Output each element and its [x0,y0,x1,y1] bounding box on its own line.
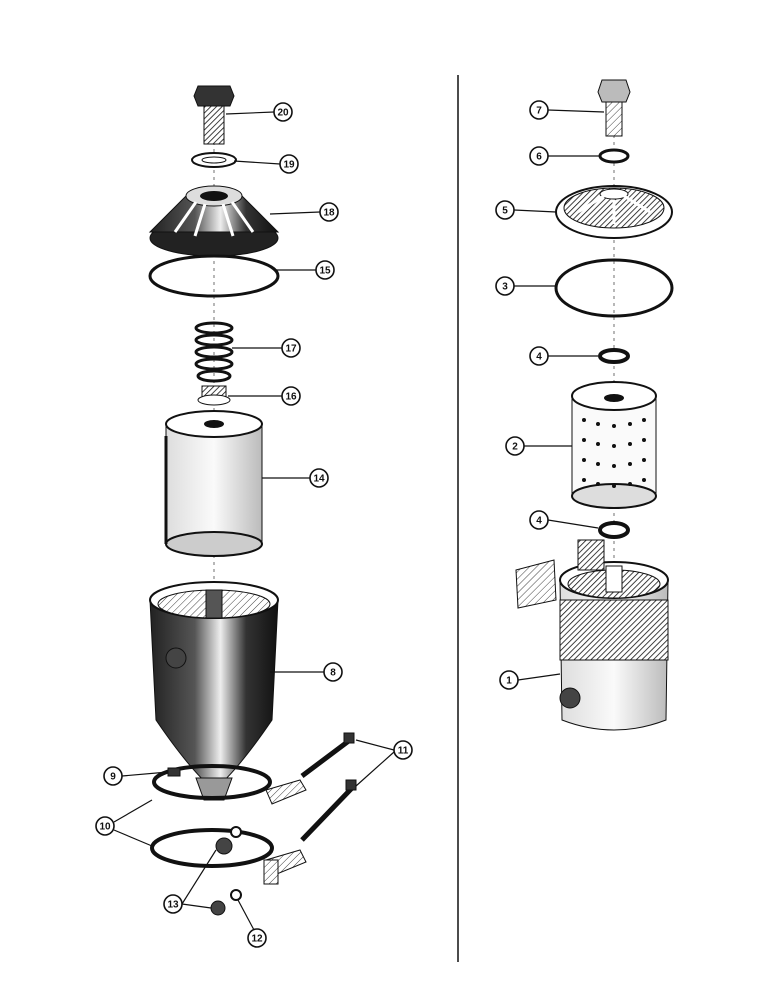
callout-label: 7 [536,106,542,117]
washer-part-19 [191,152,237,168]
callout-label: 14 [313,474,325,485]
callout-10: 10 [95,799,153,847]
callout-16: 16 [228,386,301,406]
bowl-part-8 [149,581,279,801]
filter-element-part-2 [571,381,657,509]
callout-2: 2 [505,436,572,456]
callout-label: 11 [398,746,409,757]
callout-label: 1 [506,676,512,687]
callout-4-upper: 4 [529,346,598,366]
callout-18: 18 [269,202,339,222]
callout-7: 7 [529,100,605,120]
callout-17: 17 [232,338,301,358]
washer-part-12-b [230,826,242,838]
bolt-part-20 [193,85,235,145]
callout-label: 9 [110,772,116,783]
gasket-part-15 [148,254,280,298]
callout-12: 12 [237,899,267,948]
washer-part-12 [230,889,242,901]
nut-part-13 [215,837,233,855]
callout-label: 20 [277,108,289,119]
bolt-part-7 [597,79,631,137]
callout-label: 2 [512,442,518,453]
washer-part-6 [598,148,630,164]
cover-part-5 [555,185,673,239]
callout-label: 16 [285,392,297,403]
callout-label: 17 [285,344,297,355]
callout-8: 8 [270,662,343,682]
callout-label: 4 [536,516,542,527]
callout-6: 6 [529,146,600,166]
callout-label: 3 [502,282,508,293]
callout-label: 10 [99,822,111,833]
retainer-part-16 [197,385,231,406]
callout-label: 12 [251,934,263,945]
callout-19: 19 [233,154,299,174]
callout-label: 18 [323,208,335,219]
callout-4-lower: 4 [529,510,599,530]
seal-part-4-upper [598,348,630,364]
callout-13: 13 [163,849,217,914]
callout-label: 15 [319,266,331,277]
callouts: 20 19 18 15 17 16 14 8 11 9 10 13 12 7 6… [95,100,605,948]
callout-label: 4 [536,352,542,363]
callout-5: 5 [495,200,557,220]
callout-label: 8 [330,668,336,679]
callout-14: 14 [262,468,329,488]
filter-element-part-14 [164,410,263,557]
callout-label: 6 [536,152,542,163]
callout-label: 5 [502,206,508,217]
callout-label: 13 [167,900,179,911]
callout-9: 9 [103,766,169,786]
housing-part-1 [515,539,669,731]
callout-11: 11 [355,739,413,787]
callout-3: 3 [495,276,556,296]
callout-15: 15 [276,260,335,280]
right-filter-assembly [515,79,674,731]
clamp-band-part-10-lower [150,828,307,885]
seal-part-4-lower [598,521,630,539]
nut-part-13-b [210,900,226,916]
cover-part-18 [148,185,280,257]
bolt-part-11 [300,732,357,842]
callout-20: 20 [225,102,293,122]
spring-part-17 [194,321,234,383]
callout-label: 19 [283,160,295,171]
left-filter-assembly [148,85,357,916]
gasket-part-3 [554,258,674,318]
clamp-band-part-10-upper [152,764,307,805]
callout-1: 1 [499,670,561,690]
